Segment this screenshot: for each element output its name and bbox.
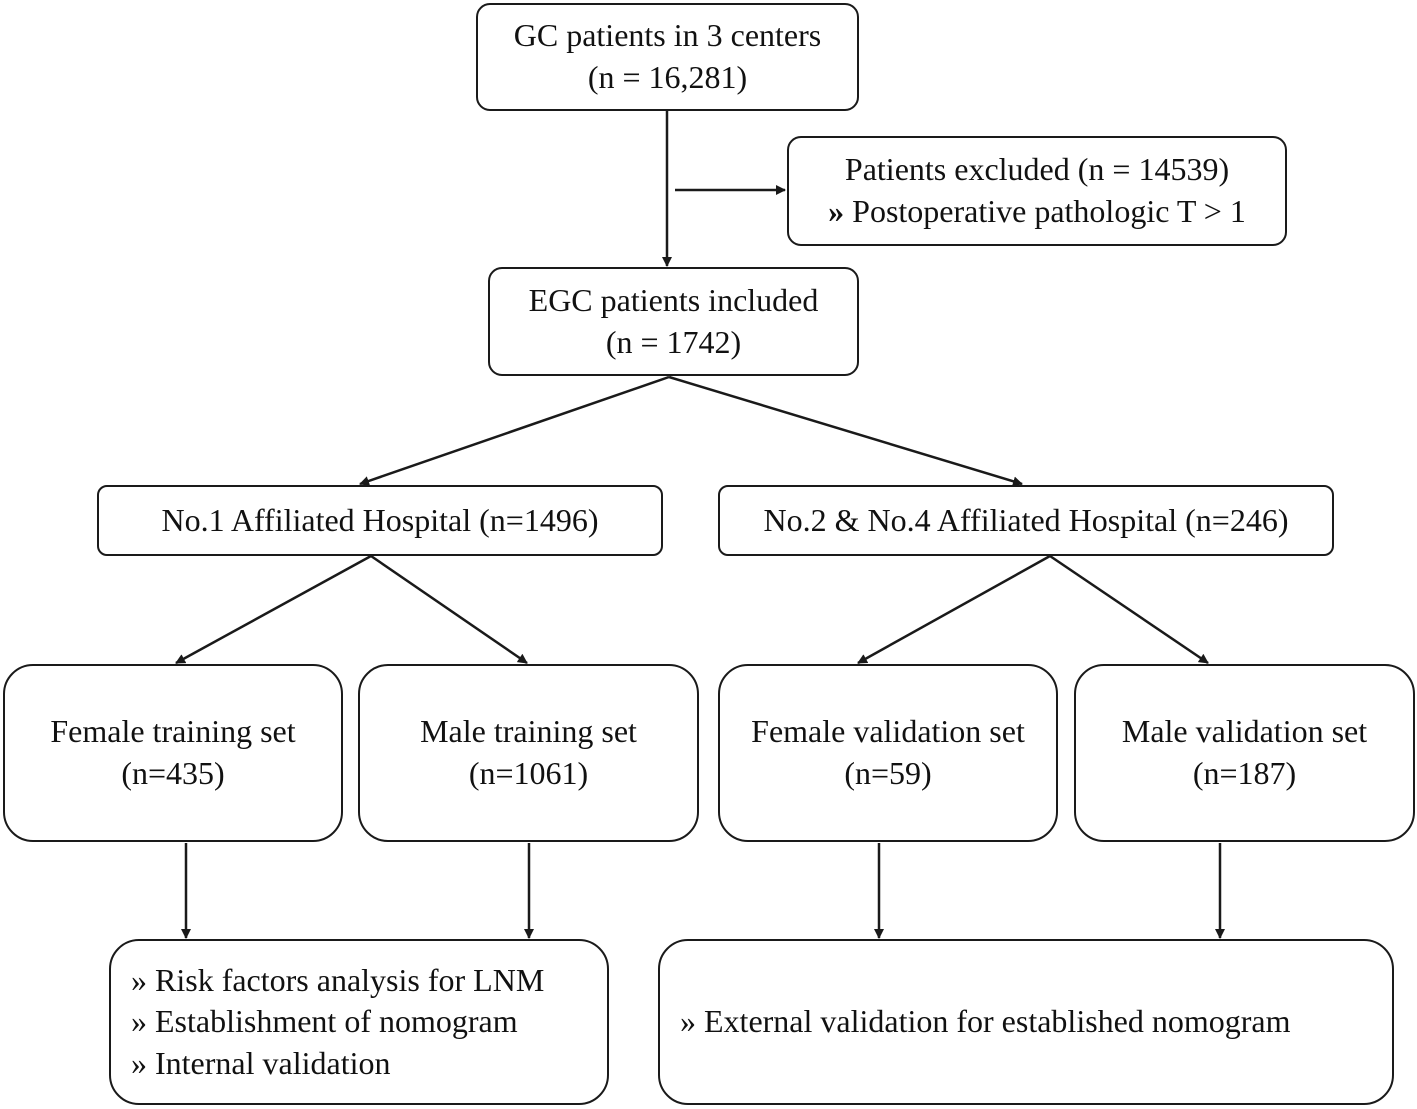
node-egc-included-title: EGC patients included (528, 281, 819, 318)
node-male-training-set: Male training set (n=1061) (358, 664, 699, 842)
node-female-training-set: Female training set (n=435) (3, 664, 343, 842)
node-female-training-set-count: (n=435) (121, 755, 225, 791)
node-validation-outcome: External validation for established nomo… (658, 939, 1394, 1105)
node-male-training-set-count: (n=1061) (468, 755, 589, 791)
node-hospital-1-label: No.1 Affiliated Hospital (n=1496) (161, 501, 599, 538)
training-outcome-item: Risk factors analysis for LNM (131, 960, 544, 1002)
node-patients-excluded-criterion: Postoperative pathologic T > 1 (828, 191, 1246, 233)
node-male-validation-set-count: (n=187) (1192, 755, 1297, 791)
training-outcome-item: Internal validation (131, 1043, 390, 1085)
node-patients-excluded-title: Patients excluded (n = 14539) (844, 151, 1230, 188)
node-female-validation-set-count: (n=59) (844, 755, 932, 791)
training-outcome-item: Establishment of nomogram (131, 1001, 518, 1043)
node-gc-patients: GC patients in 3 centers (n = 16,281) (476, 3, 859, 111)
node-gc-patients-title: GC patients in 3 centers (513, 17, 822, 54)
edge-hosp24-to-female-val (857, 554, 1051, 665)
validation-outcome-item: External validation for established nomo… (680, 1001, 1291, 1043)
node-male-validation-set-title: Male validation set (1121, 713, 1368, 750)
node-female-validation-set-title: Female validation set (751, 713, 1025, 750)
node-female-training-set-title: Female training set (50, 713, 296, 750)
node-male-validation-set: Male validation set (n=187) (1074, 664, 1415, 842)
edge-hosp1-to-female-train (175, 554, 372, 665)
node-hospital-2-4: No.2 & No.4 Affiliated Hospital (n=246) (718, 485, 1334, 556)
node-patients-excluded: Patients excluded (n = 14539) Postoperat… (787, 136, 1287, 246)
node-training-outcome: Risk factors analysis for LNM Establishm… (109, 939, 609, 1105)
node-hospital-1: No.1 Affiliated Hospital (n=1496) (97, 485, 663, 556)
edge-egc-to-hosp24 (668, 375, 1023, 487)
node-egc-included-count: (n = 1742) (605, 323, 742, 360)
node-egc-included: EGC patients included (n = 1742) (488, 267, 859, 376)
edge-hosp24-to-male-val (1049, 554, 1209, 665)
node-male-training-set-title: Male training set (420, 713, 637, 750)
node-hospital-2-4-label: No.2 & No.4 Affiliated Hospital (n=246) (763, 501, 1289, 538)
edge-hosp1-to-male-train (370, 554, 528, 665)
edge-egc-to-hosp1 (359, 375, 670, 486)
node-gc-patients-count: (n = 16,281) (587, 59, 748, 95)
node-female-validation-set: Female validation set (n=59) (718, 664, 1058, 842)
